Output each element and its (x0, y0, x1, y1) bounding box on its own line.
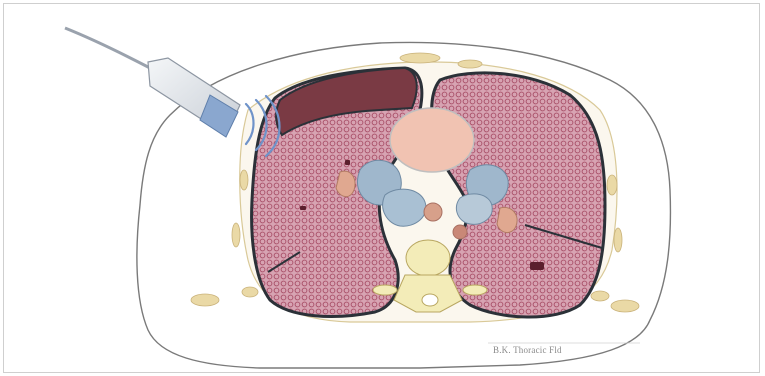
heart (390, 108, 474, 172)
illustration-credit: B.K. Thoracic Fld (493, 345, 562, 355)
ultrasound-probe-icon (65, 28, 240, 137)
